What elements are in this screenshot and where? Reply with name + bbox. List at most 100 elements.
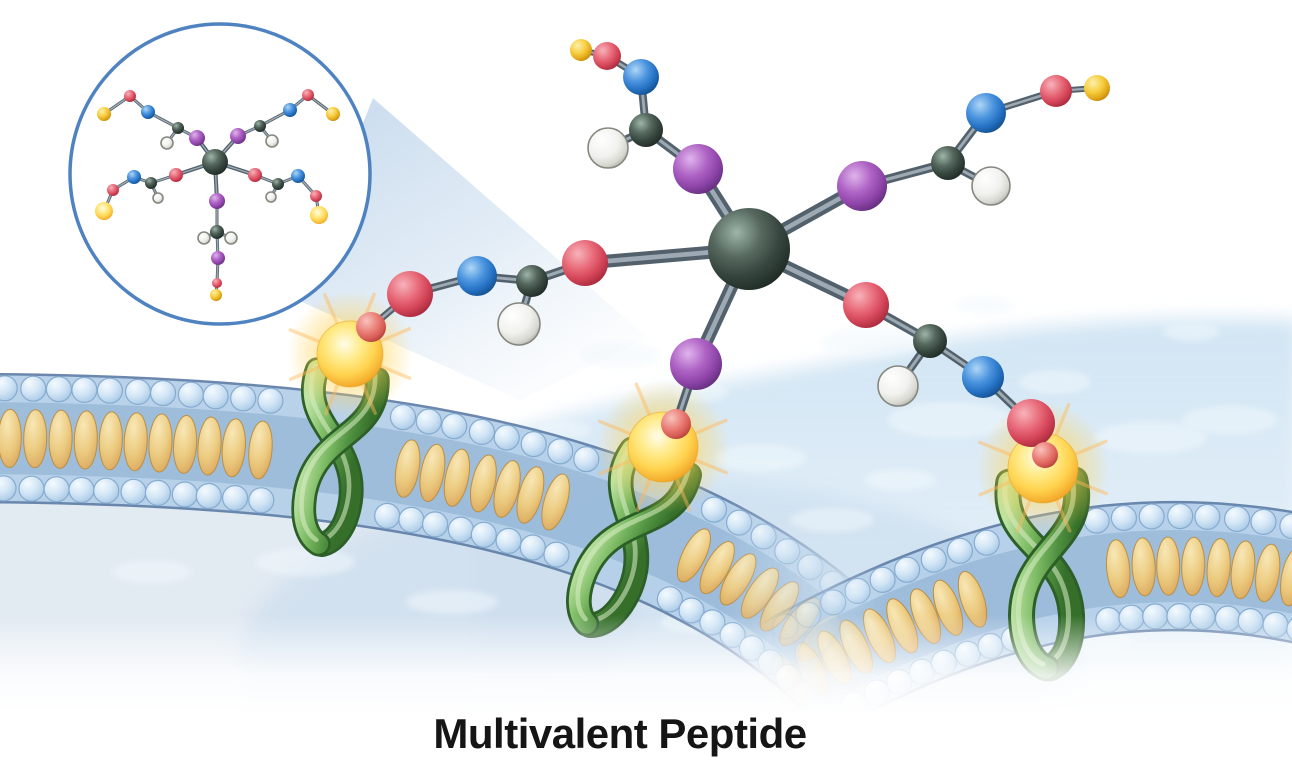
lipid-head: [797, 553, 824, 581]
glow-ray: [289, 363, 326, 381]
lipid-tail: [1255, 543, 1281, 603]
lipid-head: [257, 387, 284, 414]
sphere-red: [169, 168, 183, 182]
lipid-head: [124, 378, 152, 405]
fluid-blob: [790, 508, 874, 532]
sphere-blue: [962, 356, 1004, 398]
sphere-teal: [145, 177, 157, 189]
lipid-tail: [0, 408, 22, 468]
lipid-tail: [1206, 538, 1231, 598]
sphere-pocket: [310, 206, 328, 224]
sphere-teal: [913, 324, 947, 358]
lipid-tail: [172, 414, 198, 474]
lipid-head: [1279, 513, 1292, 540]
sphere-white: [152, 192, 164, 204]
lipid-tail: [1280, 548, 1292, 607]
bottom-white-fade: [0, 615, 1292, 771]
fluid-blob: [112, 560, 192, 584]
glow-ray: [374, 362, 412, 380]
sphere-teal: [254, 120, 266, 132]
sphere-red: [212, 278, 222, 288]
sphere-teal: [516, 265, 548, 297]
lipid-head: [43, 476, 70, 503]
sphere-teal: [202, 149, 228, 175]
sphere-teal: [708, 208, 790, 290]
lipid-head: [1167, 502, 1194, 530]
sphere-teal: [210, 225, 224, 239]
sphere-red: [1007, 399, 1055, 447]
glow-ray: [359, 378, 377, 415]
membrane-inner-band: [0, 402, 908, 723]
sphere-blue: [457, 256, 497, 296]
glow-ray: [634, 382, 654, 422]
lipid-head: [45, 376, 73, 403]
sphere-white: [265, 191, 277, 203]
sphere-blue: [283, 103, 297, 117]
lipid-head: [543, 541, 570, 568]
fluid-blob: [820, 326, 920, 358]
molecule-spheres: [356, 39, 1110, 468]
lipid-tail: [221, 418, 246, 478]
sphere-white: [224, 231, 238, 245]
sphere-red: [843, 282, 889, 328]
glow-ray: [597, 419, 638, 438]
lipid-head: [68, 476, 95, 503]
lipid-tail: [541, 473, 570, 531]
lipid-head: [171, 481, 198, 508]
inset-spheres: [95, 89, 340, 301]
sphere-purple: [189, 130, 205, 146]
sphere-purple: [209, 193, 225, 209]
fluid-blob: [1164, 323, 1220, 341]
glow-ray: [977, 440, 1018, 459]
glow-ray: [1052, 402, 1071, 443]
lipid-head: [415, 408, 442, 435]
sphere-purple: [230, 128, 246, 144]
glow-ray: [288, 328, 326, 346]
lipid-head: [93, 477, 120, 504]
sphere-yellow: [97, 107, 111, 121]
lipid-head: [374, 502, 401, 530]
lipid-head: [447, 516, 474, 543]
lipid-head: [844, 577, 871, 605]
sphere-pink: [1032, 442, 1058, 468]
lipid-head: [725, 509, 753, 536]
lipid-head: [120, 478, 147, 505]
lipid-tail: [699, 541, 735, 595]
binding-site-1: [596, 380, 730, 514]
lipid-head: [869, 566, 896, 593]
glow-ray: [1068, 439, 1108, 459]
sphere-blue: [141, 105, 155, 119]
lipid-head: [422, 511, 449, 538]
sphere-white: [587, 127, 629, 169]
sphere-white: [877, 365, 919, 407]
lipid-tail: [1230, 540, 1256, 600]
sphere-red: [562, 240, 608, 286]
lipid-tail: [469, 454, 497, 513]
fluid-blob: [955, 295, 1015, 315]
binding-site-2: [976, 401, 1110, 535]
figure-title: Multivalent Peptide: [433, 710, 807, 757]
fluid-blob: [714, 444, 806, 472]
lipid-tail: [123, 412, 148, 472]
fluid-blob: [1182, 406, 1278, 434]
sphere-pink: [356, 312, 386, 342]
lipid-head: [1250, 508, 1277, 536]
lipid-tail: [1131, 537, 1156, 597]
glow-ray: [688, 456, 729, 475]
lipid-head: [195, 482, 222, 510]
sphere-blue: [966, 93, 1006, 133]
lipid-head: [750, 523, 777, 550]
sphere-yellow: [570, 39, 592, 61]
glow-ray: [688, 418, 728, 438]
lipid-head: [656, 586, 683, 613]
lipid-tail: [197, 416, 222, 476]
lipid-head: [573, 446, 600, 473]
receptors-and-binding-sites: [287, 291, 1110, 682]
inset-overview-circle: [68, 22, 372, 326]
lipid-tail: [676, 528, 711, 583]
lipid-head: [1138, 503, 1165, 530]
glow-ray: [323, 293, 341, 330]
sphere-pink: [661, 409, 691, 439]
glow-ray: [635, 472, 654, 513]
lipid-head: [230, 385, 257, 412]
